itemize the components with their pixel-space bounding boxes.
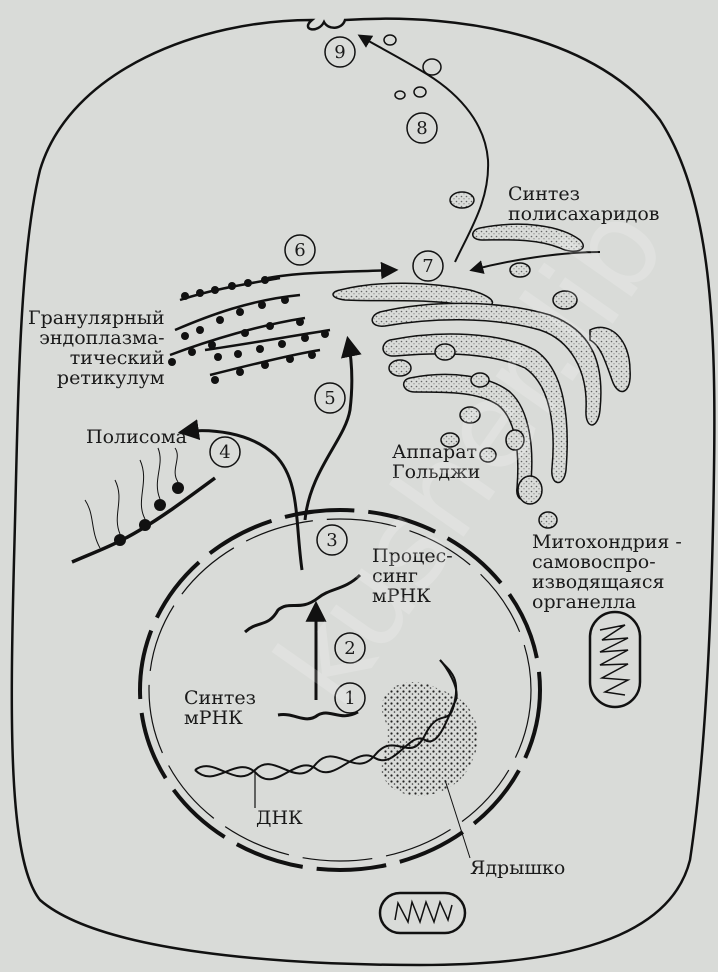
step-marker-9: 9	[325, 37, 355, 67]
svg-text:7: 7	[422, 256, 433, 277]
svg-text:8: 8	[416, 118, 427, 139]
nucleolus	[381, 682, 478, 796]
svg-text:9: 9	[334, 42, 345, 63]
step-markers: 1 2 3 4 5 6 7 8 9	[210, 37, 443, 713]
mitochondrion-small	[380, 893, 465, 933]
label-dna: ДНК	[256, 808, 303, 828]
step-marker-5: 5	[315, 383, 345, 413]
step-marker-1: 1	[335, 683, 365, 713]
processed-mrna	[245, 575, 360, 632]
svg-text:1: 1	[344, 688, 355, 709]
label-polysaccharide-synthesis: Синтез полисахаридов	[508, 184, 660, 224]
granular-er	[168, 276, 330, 384]
label-polysome: Полисома	[86, 427, 187, 447]
label-mrna-synthesis: Синтез мРНК	[184, 688, 256, 728]
label-mrna-processing: Процес- синг мРНК	[372, 546, 453, 606]
golgi-stacks	[333, 192, 630, 528]
secretory-vesicles	[384, 35, 441, 99]
step-marker-7: 7	[413, 251, 443, 281]
svg-text:5: 5	[324, 388, 335, 409]
svg-text:4: 4	[219, 442, 230, 463]
arrow-step-3-4	[182, 431, 302, 570]
label-mitochondrion: Митохондрия - самовоспро- изводящаяся ор…	[532, 532, 682, 612]
step-marker-8: 8	[407, 113, 437, 143]
label-nucleolus: Ядрышко	[470, 858, 565, 878]
arrow-step-6	[268, 270, 395, 278]
arrow-polysaccharide	[472, 252, 600, 270]
label-granular-er: Гранулярный эндоплазма- тический ретикул…	[28, 308, 165, 388]
polysome	[72, 448, 215, 562]
step-marker-3: 3	[317, 525, 347, 555]
svg-text:3: 3	[326, 530, 337, 551]
step-marker-4: 4	[210, 437, 240, 467]
arrow-step-5	[305, 340, 352, 520]
cell-membrane	[12, 19, 715, 965]
label-golgi: Аппарат Гольджи	[392, 442, 480, 482]
svg-text:6: 6	[294, 240, 305, 261]
step-marker-2: 2	[335, 633, 365, 663]
step-marker-6: 6	[285, 235, 315, 265]
svg-text:2: 2	[344, 638, 355, 659]
mitochondrion	[590, 612, 640, 707]
